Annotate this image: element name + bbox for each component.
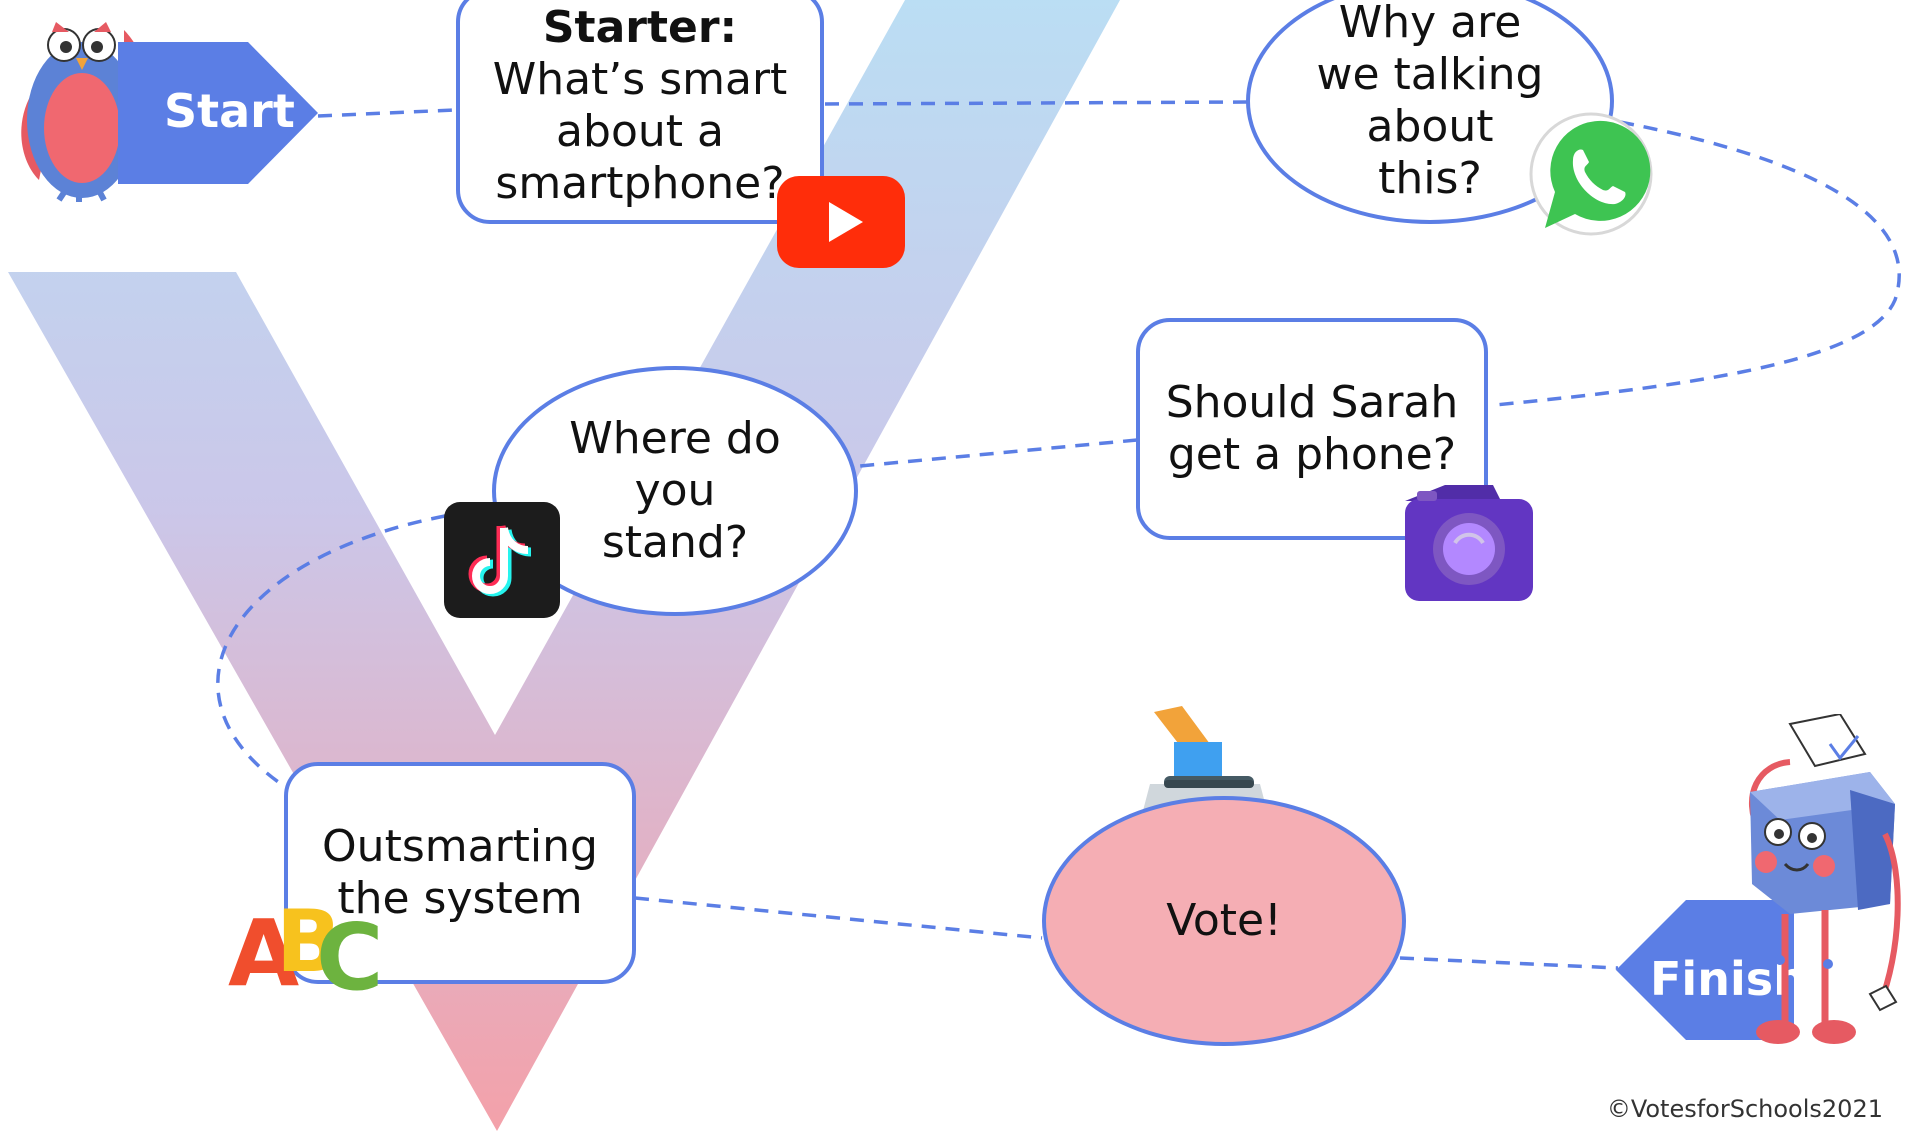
tiktok-icon bbox=[444, 502, 560, 618]
starter-box: Starter: What’s smart about a smartphone… bbox=[456, 0, 824, 224]
sarah-text: Should Sarah get a phone? bbox=[1165, 377, 1459, 480]
why-oval: Why are we talking about this? bbox=[1246, 0, 1614, 224]
vote-text: Vote! bbox=[1166, 895, 1282, 946]
abc-blocks-icon: A B C bbox=[228, 892, 384, 1011]
ballot-box-mascot-icon bbox=[1748, 714, 1901, 1044]
finish-arrow bbox=[1616, 900, 1794, 1040]
outsmart-box: Outsmarting the system bbox=[284, 762, 636, 984]
camera-icon bbox=[1405, 485, 1533, 601]
youtube-icon bbox=[777, 176, 905, 268]
start-label: Start bbox=[164, 84, 295, 138]
sarah-box: Should Sarah get a phone? bbox=[1136, 318, 1488, 540]
copyright-text: ©VotesforSchools2021 bbox=[1606, 1095, 1883, 1123]
start-arrow bbox=[118, 42, 318, 184]
why-text: Why are we talking about this? bbox=[1316, 0, 1544, 204]
stand-text: Where do you stand? bbox=[569, 413, 781, 568]
starter-bold-label: Starter: bbox=[542, 2, 738, 53]
vote-oval: Vote! bbox=[1042, 796, 1406, 1046]
starter-text: What’s smart about a smartphone? bbox=[492, 54, 788, 209]
outsmart-text: Outsmarting the system bbox=[322, 821, 598, 924]
whatsapp-icon bbox=[1529, 112, 1653, 236]
